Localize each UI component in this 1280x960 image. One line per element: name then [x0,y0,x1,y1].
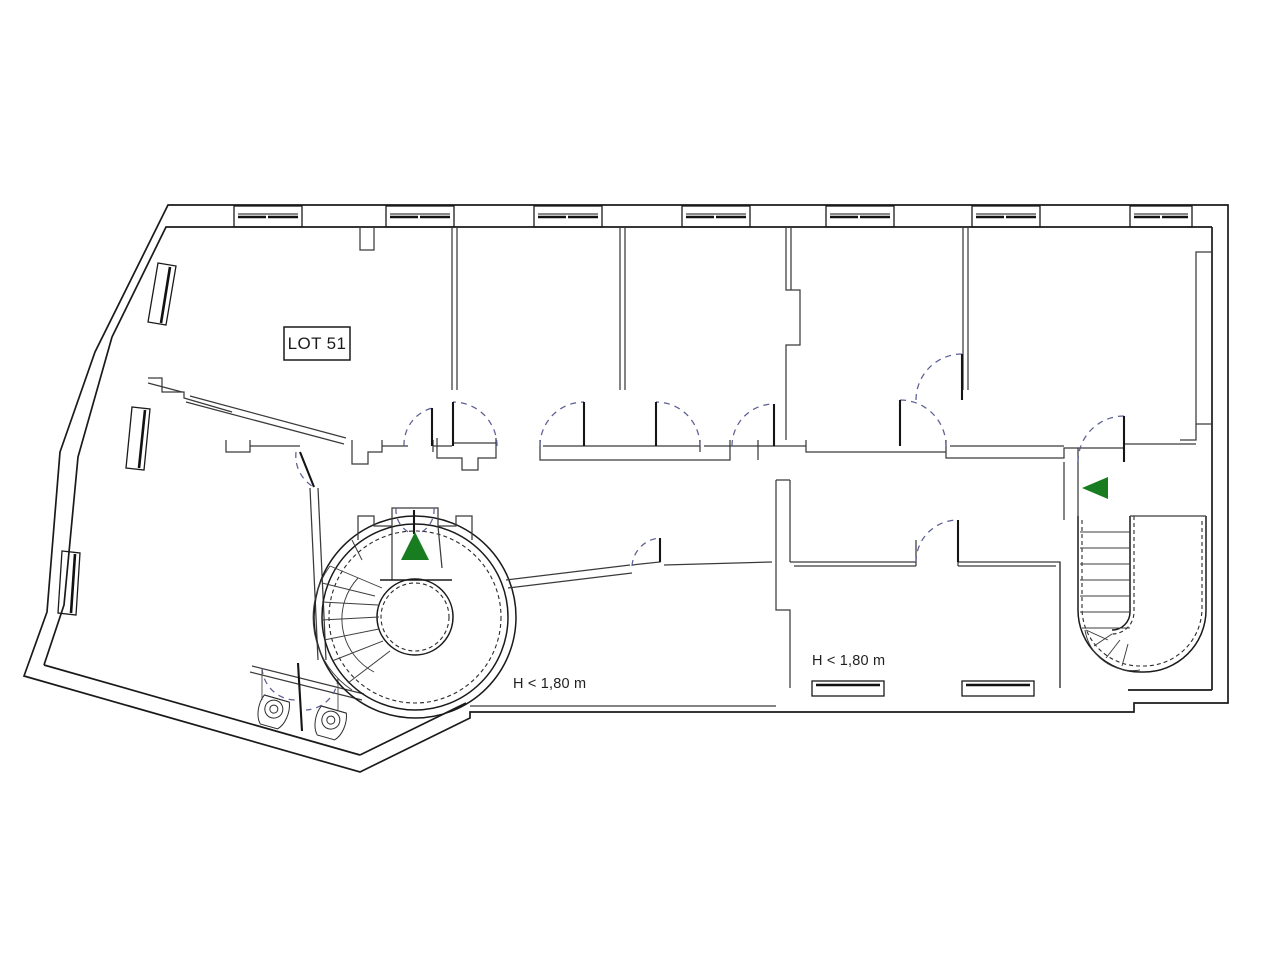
interior-walls-upper [359,227,1212,441]
door-swing-group-lower [395,507,960,567]
lot-label: LOT 51 [283,326,351,361]
window-left-1 [147,262,177,326]
stair-approach-walls [1063,462,1079,520]
lot-label-box [283,326,351,361]
window-top-3 [533,205,603,228]
door-upper-7 [915,353,964,401]
height-note-left: H < 1,80 m [513,676,586,692]
door-upper-3 [539,401,586,447]
wc-compartments [257,662,347,741]
lot-label-text: LOT 51 [288,334,347,353]
window-group-left-angled [57,262,177,616]
window-top-2 [385,205,455,228]
window-left-3 [57,550,81,616]
window-bottom-2 [961,680,1035,697]
spiral-treads [312,539,391,691]
window-left-2 [125,406,151,471]
door-upper-5 [731,403,776,447]
door-lower-2 [915,519,960,563]
door-spiral-landing-right [417,507,435,535]
u-return-staircase [1077,515,1207,673]
door-angled-left [295,451,315,488]
wc-fixture-left [257,694,290,730]
u-stair-winder-treads [1084,629,1141,672]
exterior-walls [22,204,1229,773]
stair-direction-up-marker [401,532,429,560]
interior-walls-left-wing [147,377,365,701]
window-group-bottom-right [811,680,1035,697]
door-upper-1 [403,407,434,447]
direction-markers [401,477,1108,560]
height-note-right: H < 1,80 m [812,653,885,669]
u-stair-straight-treads [1080,531,1130,629]
stair-direction-left-marker [1082,477,1108,499]
corridor-wall-upper [225,438,1196,471]
window-top-7 [1129,205,1193,228]
window-top-1 [233,205,303,228]
door-upper-4 [654,401,701,447]
window-top-5 [825,205,895,228]
window-top-6 [971,205,1041,228]
door-spiral-landing-left [395,507,416,535]
door-lower-1 [631,537,662,567]
wc-fixture-right [314,705,347,741]
window-bottom-1 [811,680,885,697]
window-top-4 [681,205,751,228]
window-group-top [233,205,1193,228]
interior-walls-lower [470,479,1061,707]
door-upper-6 [898,399,947,447]
door-swing-group-upper [295,353,1126,488]
door-upper-2 [451,401,498,447]
door-upper-8 [1077,415,1126,463]
